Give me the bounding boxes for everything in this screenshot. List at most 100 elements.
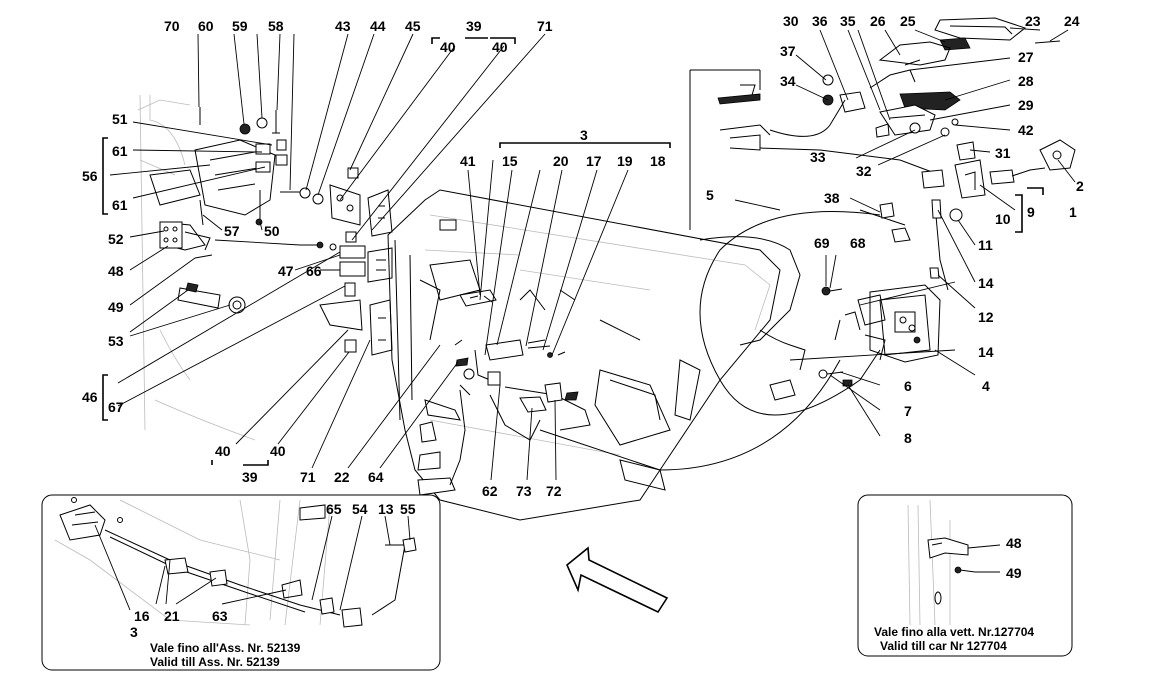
label-5: 5 [706,187,714,203]
key-lock-cylinder [921,139,1076,222]
label-13: 13 [378,501,394,517]
label-23: 23 [1025,13,1041,29]
label-35: 35 [840,13,856,29]
door-latch [834,284,941,363]
label-12: 12 [978,309,994,325]
hinge-plates-center [280,167,393,356]
label-38: 38 [824,190,840,206]
label-65: 65 [326,501,342,517]
label-57: 57 [224,223,240,239]
label-71-bottom: 71 [300,469,316,485]
label-6: 6 [904,378,912,394]
label-30: 30 [783,13,799,29]
label-62: 62 [482,483,498,499]
label-40-bottom-a: 40 [215,443,231,459]
cable-5 [539,202,911,471]
label-10: 10 [995,211,1011,227]
door-inner-panel [387,69,806,521]
direction-arrow [566,546,669,614]
label-14-a: 14 [978,275,994,291]
label-32: 32 [856,163,872,179]
label-25: 25 [900,13,916,29]
label-68: 68 [850,235,866,251]
label-71-top: 71 [537,18,553,34]
label-40-top-a: 40 [440,39,456,55]
label-40-bottom-b: 40 [270,443,286,459]
label-72: 72 [546,483,562,499]
label-63: 63 [212,608,228,624]
label-21: 21 [164,608,180,624]
label-4: 4 [982,378,990,394]
label-73: 73 [516,483,532,499]
label-39-top: 39 [466,18,482,34]
inset-left-panel [41,494,441,671]
label-53: 53 [108,333,124,349]
label-31: 31 [995,145,1011,161]
label-52: 52 [108,231,124,247]
label-15: 15 [502,153,518,169]
label-44: 44 [370,18,386,34]
body-pillar-outline [137,94,256,441]
upper-hinge [149,139,276,216]
lower-hinge [159,221,211,251]
label-64: 64 [368,469,384,485]
inner-handle-mechanism [417,289,591,496]
label-51: 51 [112,111,128,127]
label-22: 22 [334,469,350,485]
label-33: 33 [810,149,826,165]
label-7: 7 [904,403,912,419]
label-1: 1 [1069,204,1077,220]
label-42: 42 [1018,122,1034,138]
label-3-top: 3 [580,127,588,143]
label-2: 2 [1076,178,1084,194]
label-24: 24 [1064,13,1080,29]
label-49-inset: 49 [1006,565,1022,581]
label-11: 11 [978,237,993,253]
inset-right-caption-1: Vale fino alla vett. Nr.127704 [874,625,1034,639]
label-34: 34 [780,73,796,89]
label-9: 9 [1027,204,1035,220]
label-45: 45 [405,18,421,34]
label-14-b: 14 [978,344,994,360]
label-26: 26 [870,13,886,29]
label-69: 69 [814,235,830,251]
label-37: 37 [780,43,796,59]
label-40-top-b: 40 [492,39,508,55]
leader-lines [109,27,1076,481]
lock-rod-12 [929,199,949,291]
label-39-bottom: 39 [242,469,258,485]
label-19: 19 [617,153,633,169]
label-56: 56 [82,168,98,184]
label-50: 50 [264,223,280,239]
label-8: 8 [904,430,912,446]
label-70: 70 [164,18,180,34]
label-59: 59 [232,18,248,34]
inset-right-panel [857,494,1073,657]
label-55: 55 [400,501,416,517]
label-20: 20 [553,153,569,169]
label-54: 54 [352,501,368,517]
label-41: 41 [460,153,476,169]
label-43: 43 [335,18,351,34]
label-60: 60 [198,18,214,34]
label-67: 67 [108,399,124,415]
part-labels: 70 60 59 58 43 44 45 39 40 40 71 51 61 5… [82,13,1084,669]
label-48: 48 [108,263,124,279]
label-47: 47 [278,263,294,279]
label-28: 28 [1018,73,1034,89]
exterior-handle [717,17,1061,176]
label-17: 17 [586,153,602,169]
label-18: 18 [650,153,666,169]
label-29: 29 [1018,97,1034,113]
label-3-inset: 3 [130,624,138,640]
label-46: 46 [82,389,98,405]
door-check-strap [177,282,246,314]
inset-left-caption-1: Vale fino all'Ass. Nr. 52139 [150,641,301,655]
label-61-b: 61 [112,197,128,213]
label-61-a: 61 [112,143,128,159]
label-66: 66 [306,263,322,279]
label-36: 36 [812,13,828,29]
inset-left-caption-2: Valid till Ass. Nr. 52139 [150,655,280,669]
label-48-inset: 48 [1006,535,1022,551]
